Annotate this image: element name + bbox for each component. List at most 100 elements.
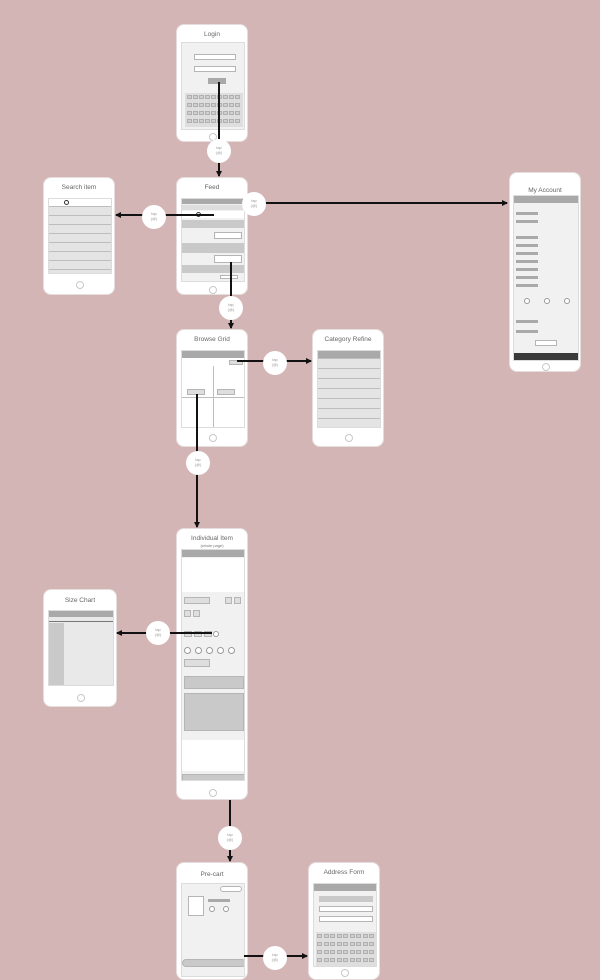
account-field (516, 260, 538, 263)
keyboard-key (223, 95, 228, 99)
keyboard-key (205, 103, 210, 107)
related-items (182, 740, 244, 771)
screen-title-my-account: My Account (528, 187, 562, 194)
keyboard-key (223, 103, 228, 107)
keyboard-key (205, 95, 210, 99)
keyboard-key (187, 95, 192, 99)
keyboard-key (336, 950, 342, 954)
keyboard-key (211, 119, 216, 123)
keyboard-key (362, 942, 368, 946)
keyboard-key (193, 111, 198, 115)
colour-swatch (193, 610, 200, 617)
keyboard-key (349, 958, 355, 962)
size-chart-link (213, 631, 219, 637)
phone-category-refine: Category Refine (312, 329, 384, 447)
keyboard-key (343, 942, 348, 946)
account-field (516, 244, 538, 247)
grid-divider (182, 397, 244, 398)
tap-gesture-icon: tap(@) (219, 296, 243, 320)
keyboard-key (349, 934, 355, 938)
account-field (516, 320, 538, 323)
keyboard-key (356, 934, 361, 938)
description-panel (184, 676, 244, 689)
keyboard-key (199, 95, 204, 99)
keyboard-key (235, 95, 240, 99)
table-header (49, 619, 113, 622)
nav-bar (318, 351, 380, 358)
tap-gesture-icon: tap(@) (263, 351, 287, 375)
option-icon (564, 298, 570, 304)
option-icon (184, 647, 191, 654)
tap-gesture-icon: tap(@) (186, 451, 210, 475)
keyboard (185, 93, 243, 127)
category-row (318, 398, 380, 408)
keyboard-key (362, 934, 368, 938)
screen-subtitle-individual-item: (whole page) (200, 543, 224, 548)
screen-login (181, 42, 245, 130)
feed-card (182, 220, 244, 228)
result-row (49, 269, 111, 273)
option-icon (524, 298, 530, 304)
keyboard-key (317, 942, 322, 946)
category-row (318, 408, 380, 418)
screen-title-browse-grid: Browse Grid (194, 336, 230, 343)
keyboard-key (187, 103, 192, 107)
grid-item-price (217, 389, 235, 395)
size-column (49, 623, 64, 685)
keyboard-key (323, 950, 329, 954)
keyboard-key (330, 942, 335, 946)
keyboard-key (199, 103, 204, 107)
tab-bar (514, 353, 578, 360)
nav-bar (514, 196, 578, 203)
feed-card (182, 243, 244, 253)
tap-gesture-icon: tap(@) (263, 946, 287, 970)
keyboard-key (369, 942, 374, 946)
home-button (341, 969, 349, 977)
keyboard-key (323, 934, 329, 938)
keyboard-key (362, 950, 368, 954)
checkout-button (220, 886, 242, 892)
keyboard-key (229, 111, 234, 115)
keyboard-key (223, 119, 228, 123)
continue-bar (182, 959, 244, 967)
screen-address-form (313, 883, 377, 967)
keyboard-key (199, 119, 204, 123)
keyboard-key (193, 95, 198, 99)
wishlist-button (234, 597, 241, 604)
home-button (542, 363, 550, 371)
home-button (345, 434, 353, 442)
screen-title-login: Login (204, 31, 220, 38)
home-button (77, 694, 85, 702)
keyboard-key (336, 934, 342, 938)
result-row (49, 251, 111, 260)
keyboard-key (343, 950, 348, 954)
phone-size-chart: Size Chart (43, 589, 117, 707)
screen-pre-cart (181, 883, 245, 977)
category-row (318, 378, 380, 388)
keyboard-key (369, 950, 374, 954)
category-row (318, 368, 380, 378)
account-field (516, 268, 538, 271)
nav-bar (182, 199, 244, 204)
keyboard-key (187, 119, 192, 123)
load-more-button (220, 275, 238, 279)
feed-card-label (214, 232, 242, 239)
screen-feed (181, 198, 245, 282)
login-button (208, 78, 226, 84)
account-field (516, 220, 538, 223)
keyboard-key (323, 958, 329, 962)
address-field (319, 916, 373, 922)
option-icon (195, 647, 202, 654)
result-row (49, 224, 111, 233)
keyboard-key (199, 111, 204, 115)
tap-gesture-icon: tap(@) (207, 139, 231, 163)
screen-title-feed: Feed (204, 184, 220, 191)
address-field (319, 906, 373, 912)
option-icon (206, 647, 213, 654)
option-icon (228, 647, 235, 654)
nav-bar (182, 351, 244, 358)
address-field (319, 896, 373, 902)
screen-my-account (513, 195, 579, 361)
keyboard (316, 932, 376, 966)
